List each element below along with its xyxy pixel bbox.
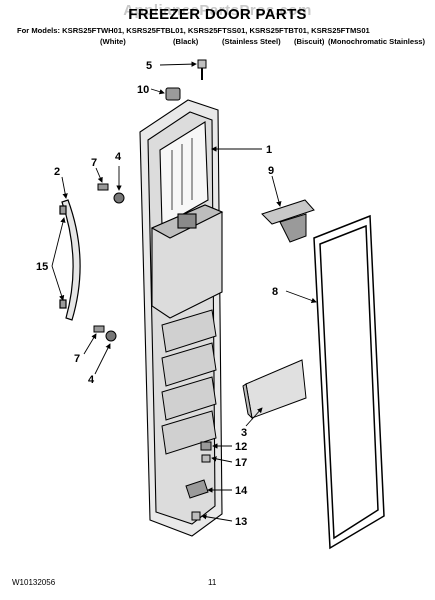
door-handle	[59, 199, 81, 321]
door-gasket	[313, 214, 385, 550]
variant-monochromatic: (Monochromatic Stainless)	[328, 37, 426, 46]
callout-1: 1	[266, 144, 272, 156]
callout-8: 8	[272, 286, 278, 298]
callout-9: 9	[268, 165, 274, 177]
document-code: W10132056	[12, 578, 56, 587]
callout-17: 17	[235, 457, 247, 469]
variant-stainless: (Stainless Steel)	[222, 37, 281, 46]
callout-15: 15	[36, 261, 48, 273]
dispenser-housing	[150, 204, 224, 319]
callout-2: 2	[54, 166, 60, 178]
lower-hinge-parts	[185, 441, 212, 521]
handle-fasteners	[93, 183, 125, 342]
callout-13: 13	[235, 516, 247, 528]
door-shelves	[161, 309, 217, 455]
callout-5: 5	[146, 60, 152, 72]
callout-4-top: 4	[115, 151, 122, 163]
callout-4-bottom: 4	[88, 374, 95, 386]
dispenser-bracket	[261, 199, 315, 243]
variant-biscuit: (Biscuit)	[294, 37, 325, 46]
page-title: FREEZER DOOR PARTS	[128, 6, 307, 23]
callout-3: 3	[241, 427, 247, 439]
callout-7-bottom: 7	[74, 353, 80, 365]
leader-lines	[51, 61, 317, 522]
callout-7-top: 7	[91, 157, 97, 169]
variant-white: (White)	[100, 37, 126, 46]
door-bin	[242, 359, 307, 420]
watermark: AppliancePartsPros.com	[123, 2, 312, 19]
variant-labels: (White) (Black) (Stainless Steel) (Biscu…	[17, 37, 425, 47]
variant-black: (Black)	[173, 37, 199, 46]
callout-14: 14	[235, 485, 248, 497]
callout-12: 12	[235, 441, 247, 453]
callout-10: 10	[137, 84, 149, 96]
models-line: For Models: KSRS25FTWH01, KSRS25FTBL01, …	[17, 26, 370, 35]
page-number: 11	[208, 578, 217, 587]
hinge-cap	[165, 87, 181, 101]
screw-top	[197, 59, 207, 80]
